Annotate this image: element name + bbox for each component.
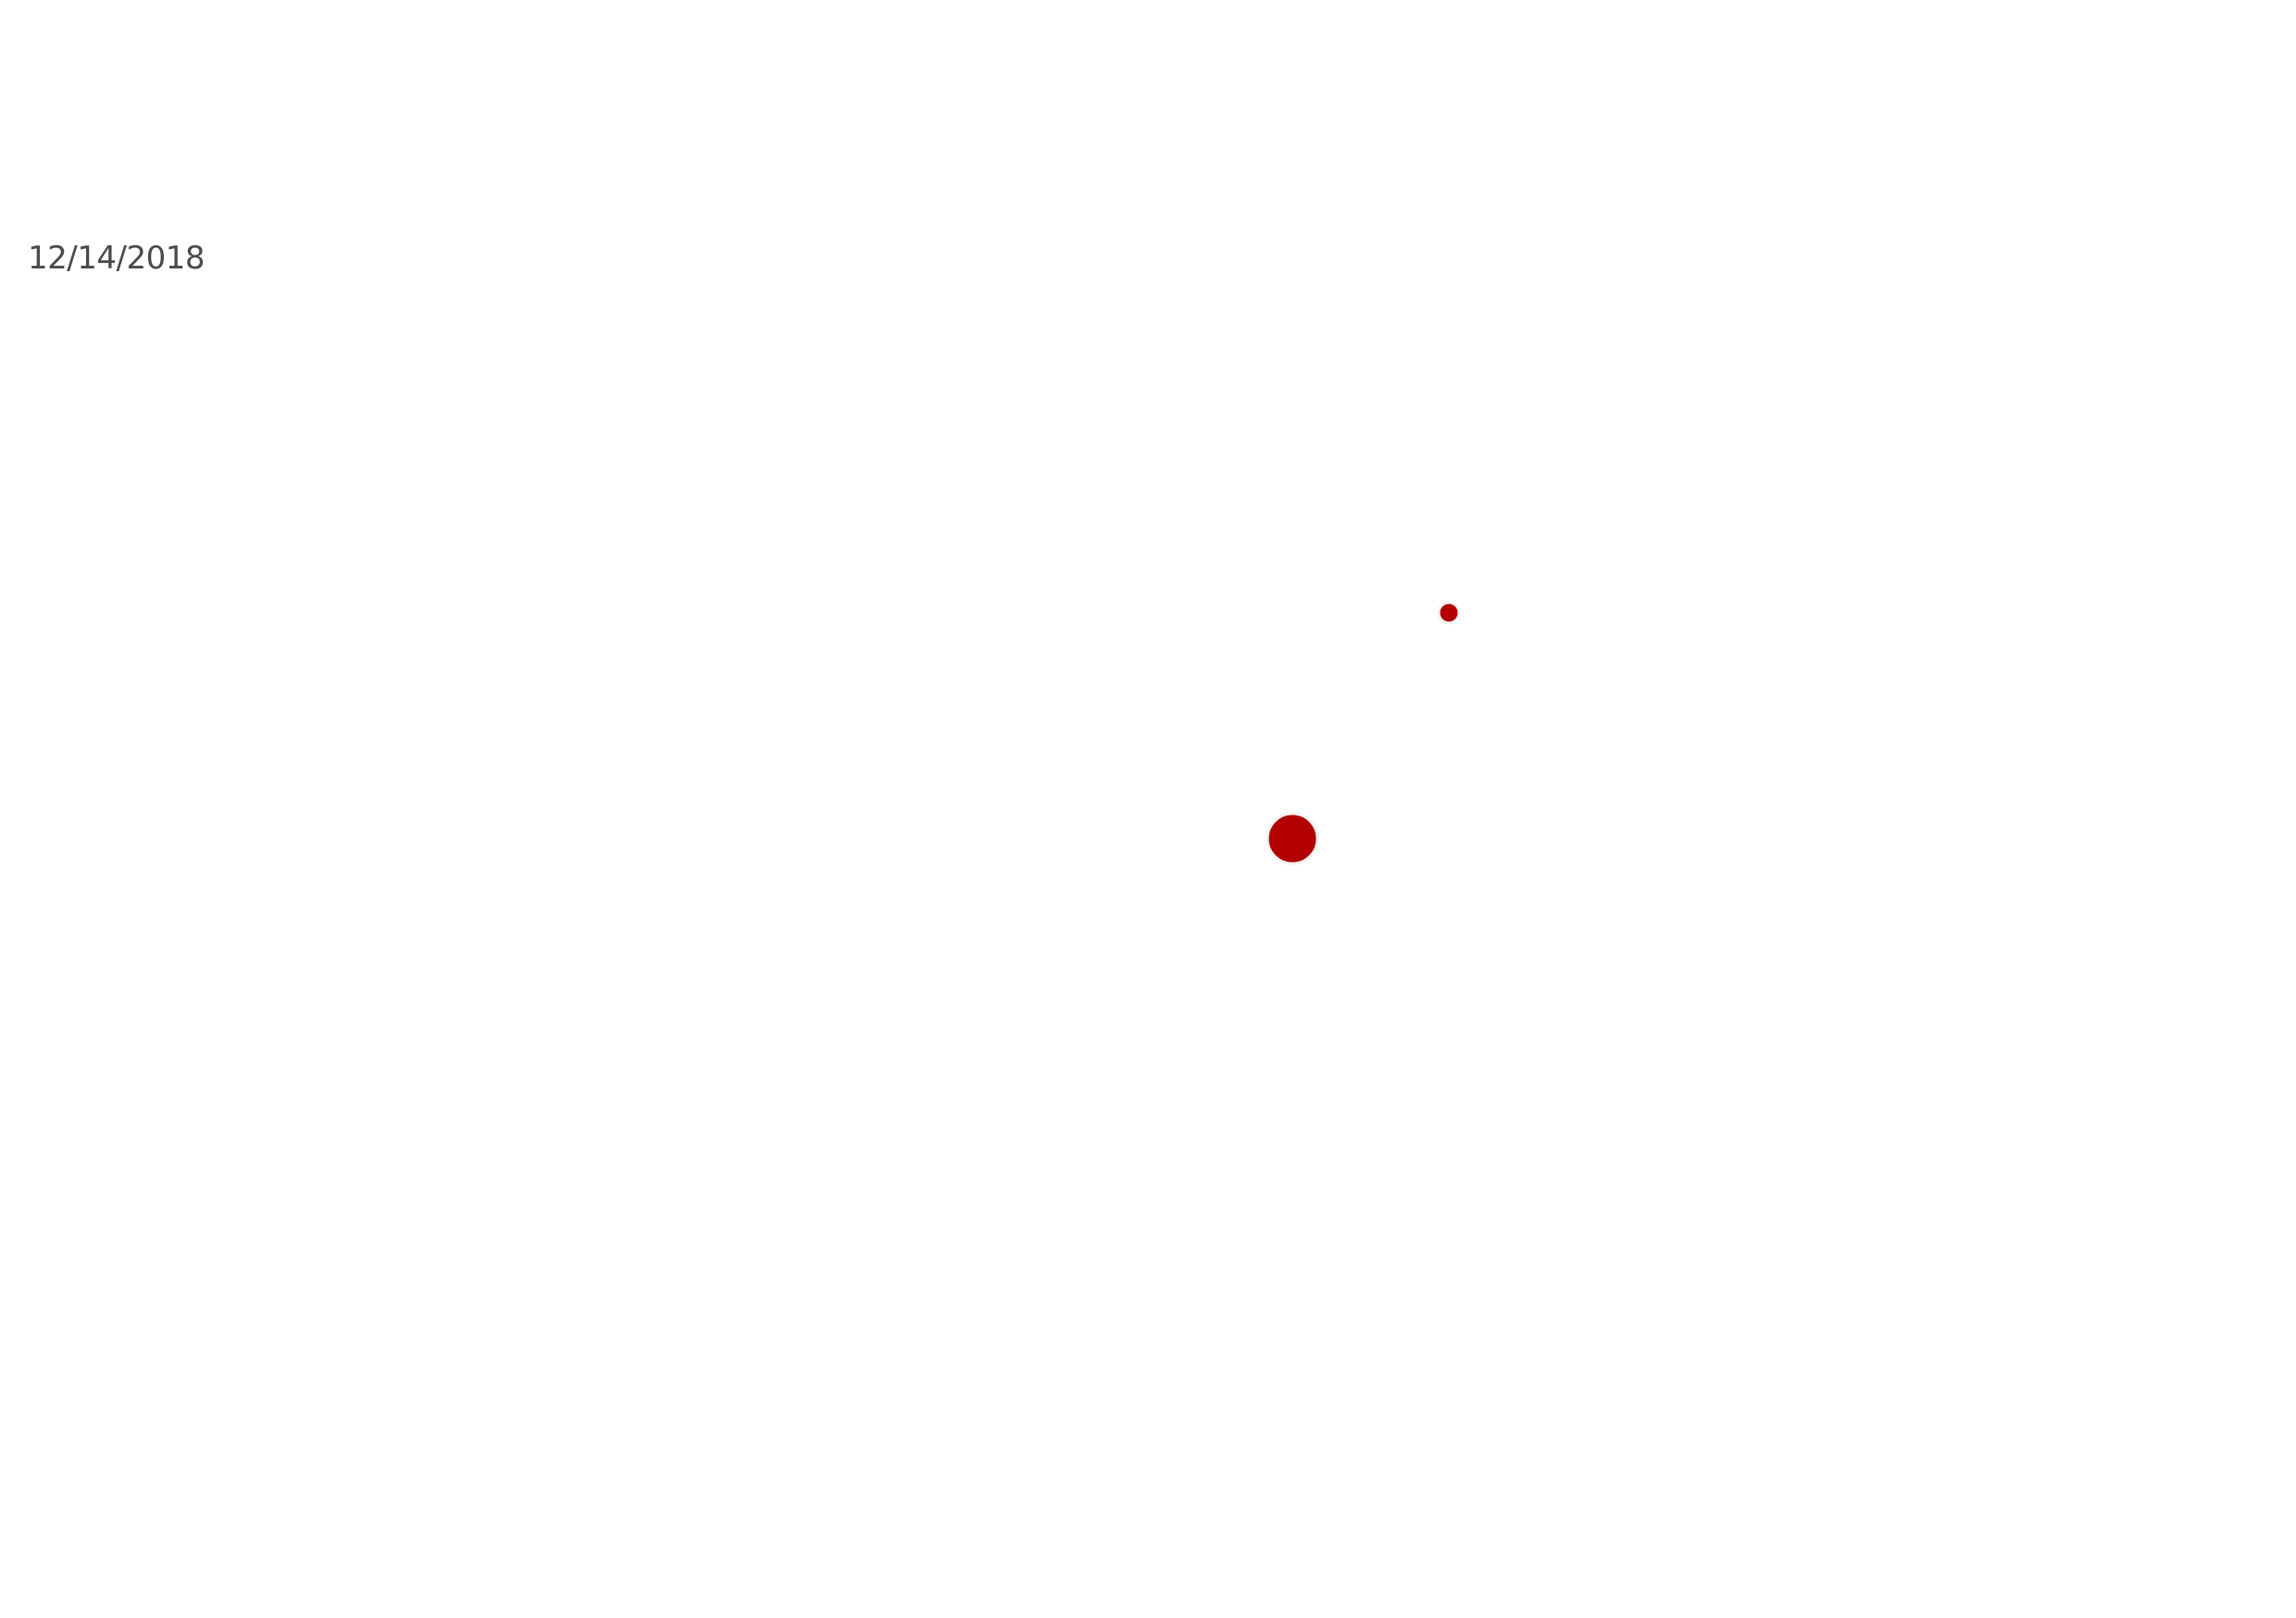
marker-large[interactable] xyxy=(1266,812,1319,865)
date-label: 12/14/2018 xyxy=(28,240,205,277)
marker-small[interactable] xyxy=(1437,601,1461,625)
